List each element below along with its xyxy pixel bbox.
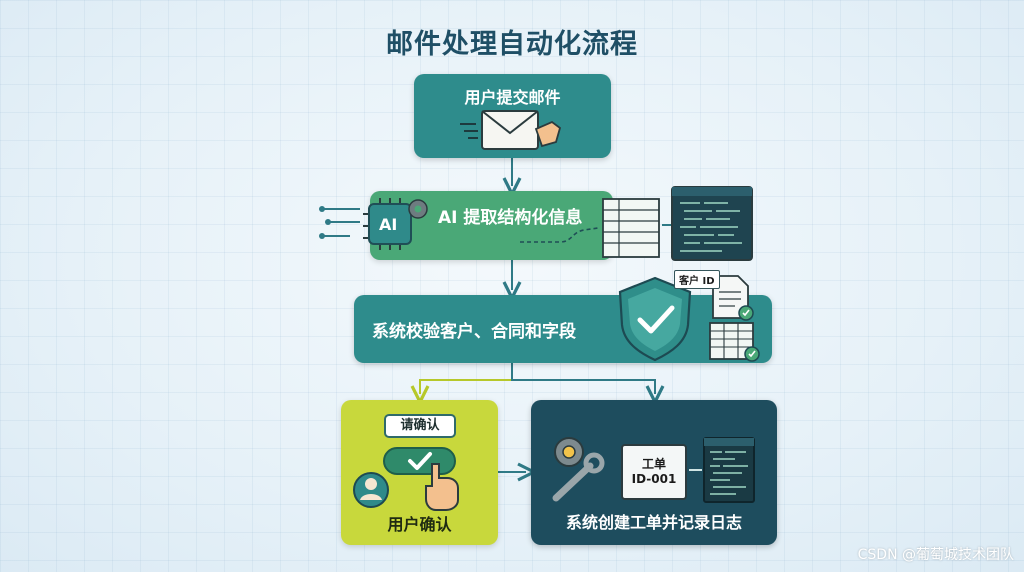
confirm-button[interactable] — [383, 447, 456, 475]
step-ai-extract: AI 提取结构化信息 — [370, 191, 613, 260]
step-submit-email: 用户提交邮件 — [414, 74, 611, 158]
customer-id-tag: 客户 ID — [674, 270, 720, 289]
diagram-title: 邮件处理自动化流程 — [386, 29, 638, 60]
ticket-card: 工单 ID-001 — [621, 444, 687, 500]
confirm-prompt-bubble: 请确认 — [384, 414, 456, 438]
ai-chip-label: AI — [379, 215, 398, 234]
ticket-title: 工单 — [641, 457, 666, 471]
step-validate-label: 系统校验客户、合同和字段 — [372, 322, 576, 342]
arrow-validate-create — [511, 363, 655, 394]
ticket-id: ID-001 — [631, 472, 677, 486]
step-create-label: 系统创建工单并记录日志 — [565, 513, 742, 532]
step-extract-label: AI 提取结构化信息 — [438, 208, 583, 228]
step-submit-label: 用户提交邮件 — [464, 88, 561, 107]
watermark: CSDN @葡萄城技术团队 — [857, 547, 1014, 563]
step-confirm-label: 用户确认 — [387, 515, 452, 534]
step-system-validate: 系统校验客户、合同和字段 — [354, 295, 772, 363]
arrow-validate-confirm — [420, 363, 513, 394]
